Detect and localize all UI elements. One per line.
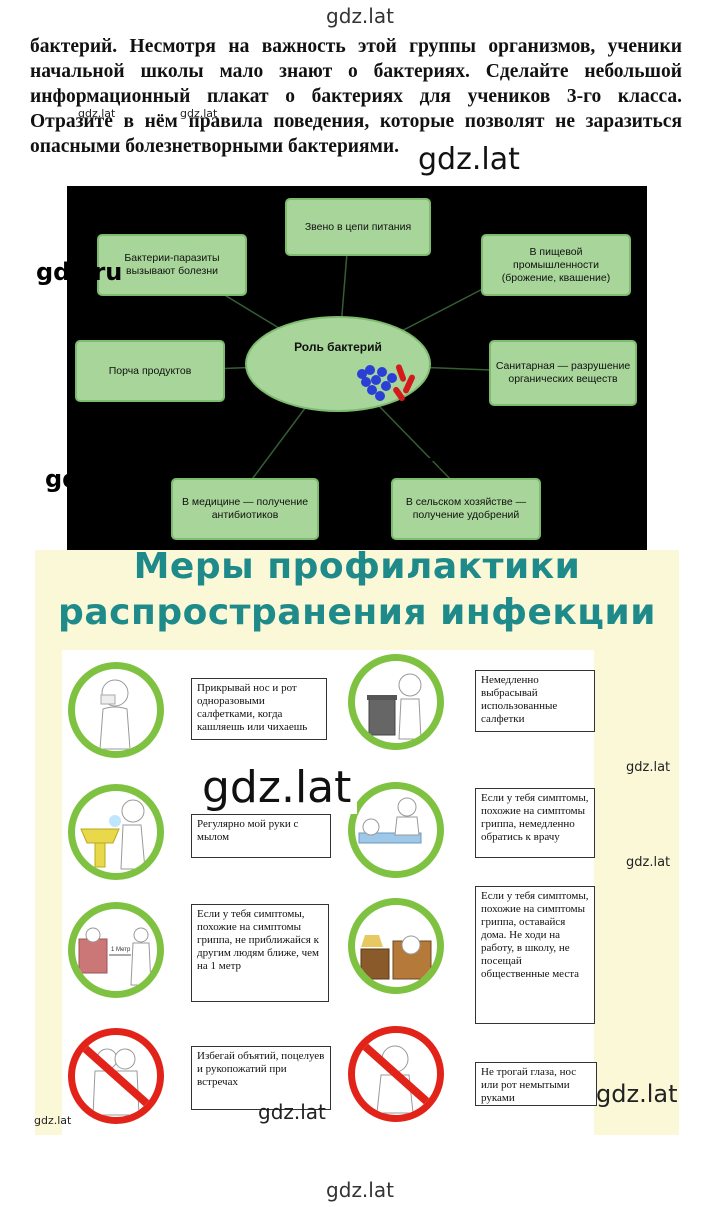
watermark-large: gdz.lat: [414, 142, 524, 177]
prevention-poster: Меры профилактики распространения инфекц…: [35, 546, 679, 1135]
text-throw-tissues: Немедленно выбрасывай использованные сал…: [475, 670, 595, 732]
node-parasites: Бактерии-паразиты вызывают болезни: [97, 234, 247, 296]
keep-distance-picture: 1 Метр: [68, 902, 164, 998]
watermark-bottom: gdz.lat: [326, 1178, 394, 1202]
watermark-partial-left: gd: [45, 465, 80, 493]
center-node: Роль бактерий: [245, 316, 431, 412]
node-medicine: В медицине — получение антибиотиков: [171, 478, 319, 540]
poster-title-line1: Меры профилактики: [133, 546, 581, 587]
watermark-poster-bottom: gdz.lat: [258, 1100, 326, 1124]
node-food-industry: В пищевой промышленности (брожение, кваш…: [481, 234, 631, 296]
doctor-bed-icon: [358, 797, 422, 844]
home-bed-icon: [360, 935, 432, 980]
watermark-large-poster: gdz.lat: [196, 762, 358, 814]
person-sneeze-icon: [99, 679, 131, 750]
stay-home-picture: [348, 898, 444, 994]
node-spoilage: Порча продуктов: [75, 340, 225, 402]
watermark-small: gdz.lat: [180, 107, 218, 120]
watermark-small-bottom: gdz.lat: [34, 1114, 72, 1127]
watermark-partial-mid: gdz.: [392, 442, 485, 468]
watermark-small: gdz.lat: [78, 107, 116, 120]
watermark-side: gdz.lat: [626, 855, 671, 870]
avoid-hugs-picture: [68, 1028, 164, 1124]
node-agriculture: В сельском хозяйстве — получение удобрен…: [391, 478, 541, 540]
trash-bin-icon: [367, 673, 422, 740]
watermark-side-large: gdz.lat: [596, 1080, 678, 1108]
distance-icon: 1 Метр: [78, 927, 152, 986]
node-food-chain: Звено в цепи питания: [285, 198, 431, 256]
text-no-touch: Не трогай глаза, нос или рот немытыми ру…: [475, 1062, 597, 1106]
watermark-ru: gdz.ru: [36, 258, 123, 286]
wash-hands-picture: [68, 784, 164, 880]
washbasin-icon: [80, 799, 146, 870]
node-sanitary: Санитарная — разрушение органических вещ…: [489, 340, 637, 406]
text-see-doctor: Если у тебя симптомы, похожие на симптом…: [475, 788, 595, 858]
bacteria-role-diagram: Звено в цепи питания Бактерии-паразиты в…: [67, 186, 647, 550]
text-cover-nose: Прикрывай нос и рот одноразовыми салфетк…: [191, 678, 327, 740]
center-label: Роль бактерий: [294, 340, 382, 354]
no-touch-face-icon: [356, 1038, 436, 1114]
cover-nose-picture: [68, 662, 164, 758]
distance-label: 1 Метр: [111, 947, 131, 953]
no-touch-picture: [348, 1026, 444, 1122]
no-hugs-icon: [76, 1040, 156, 1116]
poster-title-line2: распространения инфекции: [58, 592, 656, 633]
bacteria-illustration: [357, 364, 415, 402]
text-keep-distance: Если у тебя симптомы, похожие на симптом…: [191, 904, 329, 1002]
text-stay-home: Если у тебя симптомы, похожие на симптом…: [475, 886, 595, 1024]
see-doctor-picture: [348, 782, 444, 878]
intro-paragraph: бактерий. Несмотря на важность этой груп…: [30, 36, 682, 157]
text-avoid-hugs: Избегай объятий, поцелуев и рукопожатий …: [191, 1046, 331, 1110]
text-wash-hands: Регулярно мой руки с мылом: [191, 814, 331, 858]
throw-tissues-picture: [348, 654, 444, 750]
watermark-side: gdz.lat: [626, 760, 671, 775]
watermark-top: gdz.lat: [326, 4, 394, 28]
